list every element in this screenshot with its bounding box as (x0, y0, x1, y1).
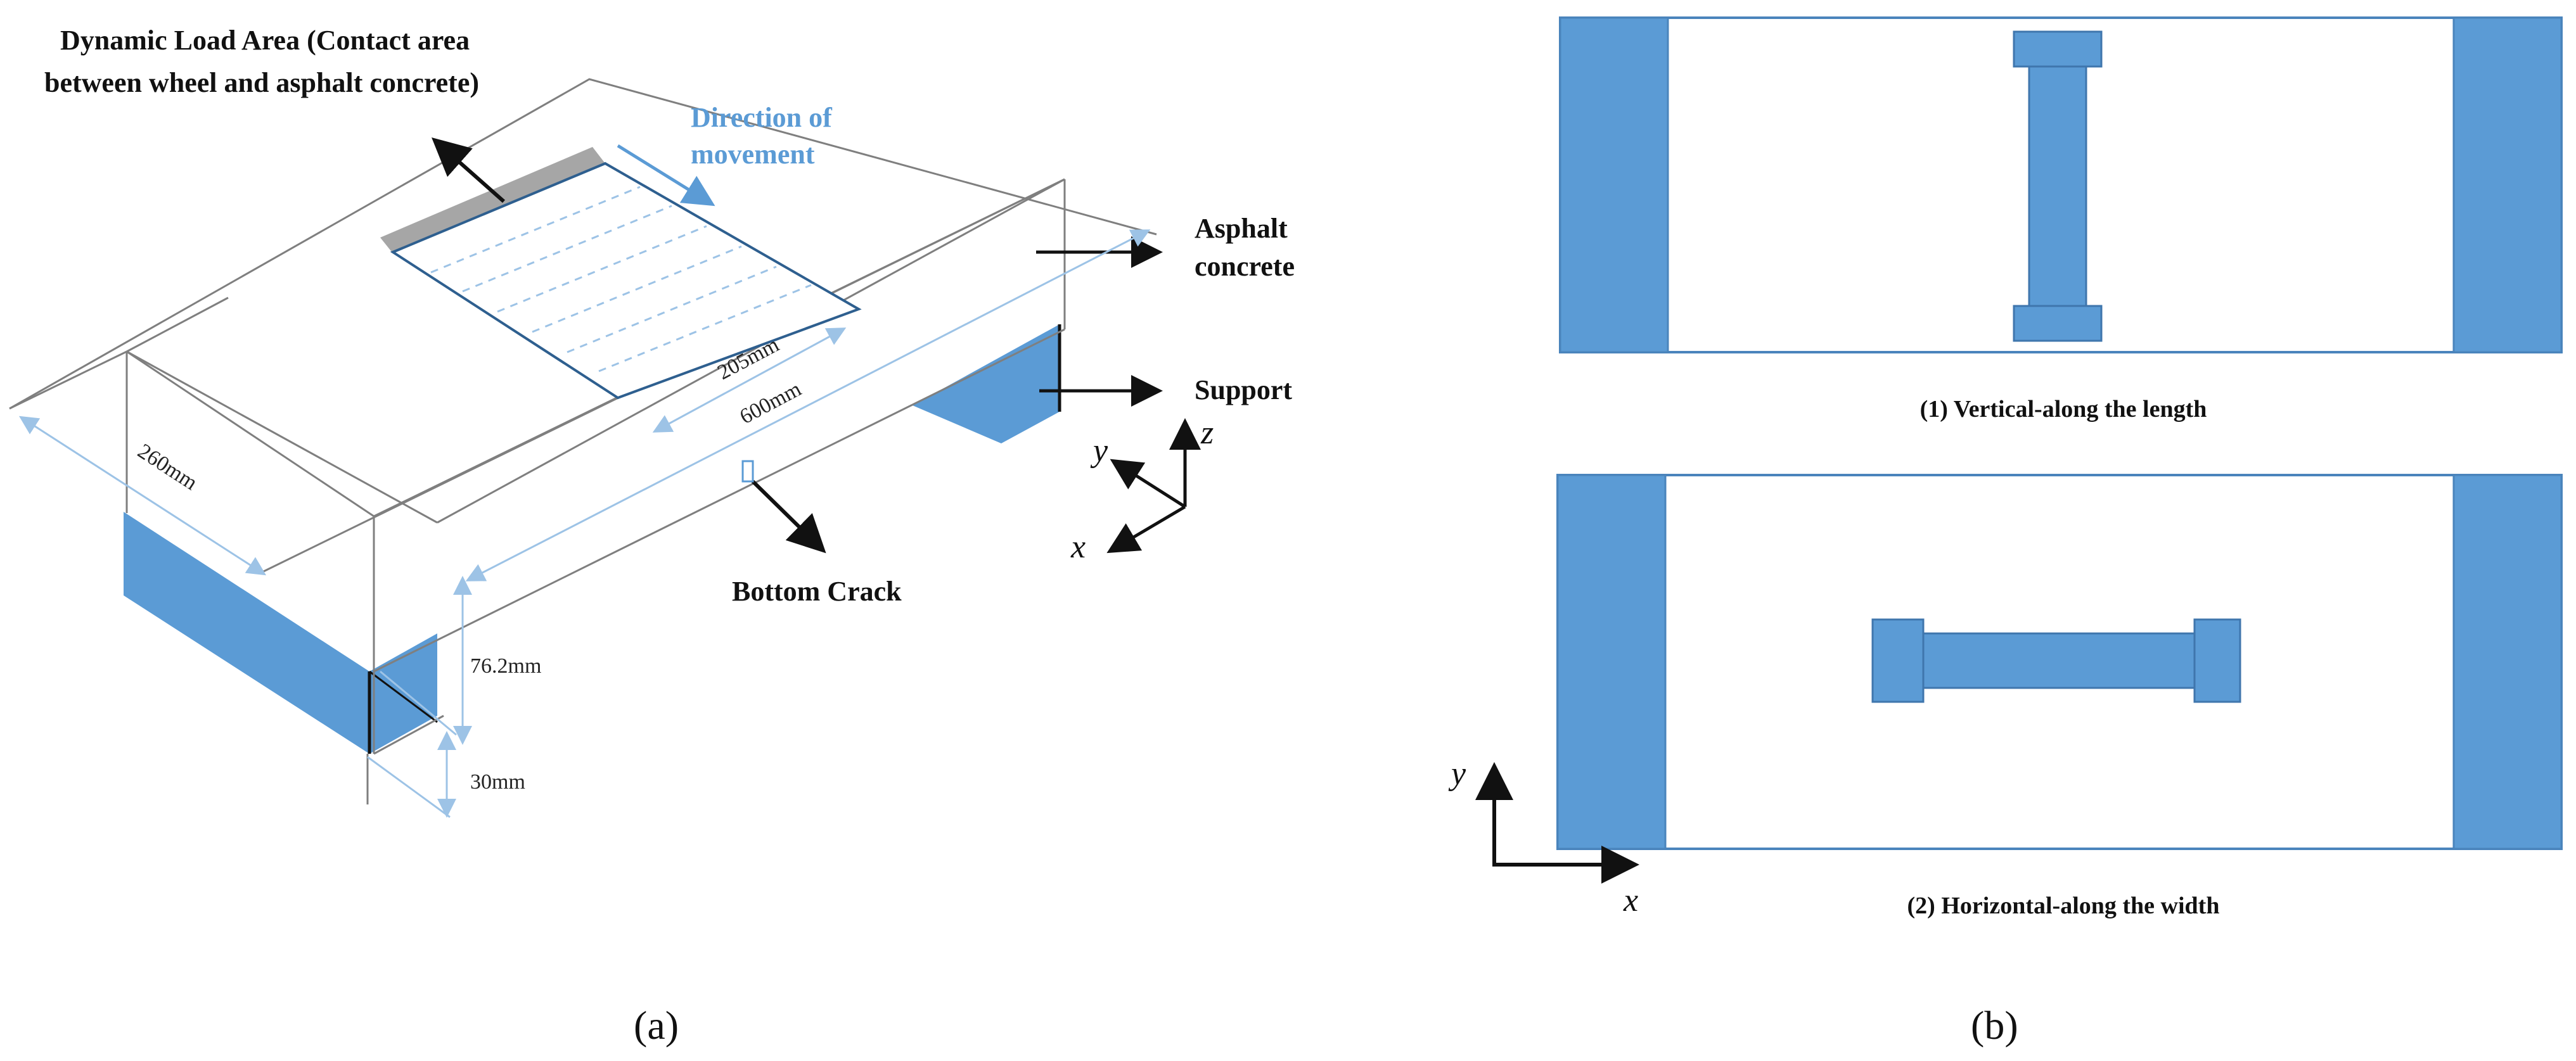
axis-2d-y-label: y (1448, 756, 1466, 792)
dim-30-label: 30mm (470, 770, 525, 794)
specimen1-gauge-top-tab (2013, 30, 2103, 68)
specimen-horizontal (1556, 474, 2563, 850)
specimen2-gauge-left-tab (1871, 618, 1925, 703)
load-area-arrow (432, 137, 505, 203)
load-area-label-line2: between wheel and asphalt concrete) (44, 67, 479, 98)
load-area-label-line1: Dynamic Load Area (Contact area (60, 25, 470, 56)
left-support-side (369, 633, 437, 754)
dim-600-label: 600mm (736, 378, 805, 429)
axis-2d-x-label: x (1623, 882, 1638, 918)
axis-y-label: y (1090, 433, 1108, 469)
dim-762-label: 76.2mm (470, 654, 541, 678)
specimen2-right-support (2452, 474, 2563, 850)
axis-triad-3d (1106, 418, 1201, 554)
axis-z-label: z (1200, 415, 1214, 451)
caption-vertical: (1) Vertical-along the length (1920, 396, 2207, 422)
direction-label-line2: movement (691, 139, 815, 170)
crack-arrow (751, 480, 826, 554)
specimen1-left-support (1559, 16, 1669, 353)
dim-line-600 (465, 229, 1151, 581)
dim-line-260 (18, 416, 267, 576)
specimen-vertical (1559, 16, 2563, 353)
asphalt-label-line2: concrete (1195, 251, 1295, 282)
bottom-crack-marker (741, 460, 754, 483)
panel-a-label: (a) (634, 1003, 679, 1048)
specimen2-left-support (1556, 474, 1667, 850)
dim-260-label: 260mm (134, 440, 202, 495)
contact-area (390, 162, 862, 400)
panel-b-label: (b) (1971, 1003, 2018, 1048)
axis-triad-2d (1475, 762, 1639, 884)
specimen1-right-support (2452, 16, 2563, 353)
specimen1-gauge-bottom-tab (2013, 305, 2103, 342)
panel-b-top-views: (1) Vertical-along the length (2) Horizo… (1448, 16, 2563, 1048)
left-support-face (124, 512, 369, 754)
direction-arrow (617, 144, 715, 206)
left-support-edge-2 (369, 670, 438, 723)
panel-a-isometric-diagram: Dynamic Load Area (Contact area between … (9, 25, 1295, 1048)
caption-horizontal: (2) Horizontal-along the width (1907, 893, 2220, 919)
direction-label-line1: Direction of (691, 102, 833, 133)
specimen2-gauge-body (1922, 632, 2196, 689)
dynamic-load-strip (380, 147, 605, 253)
bottom-crack-label: Bottom Crack (732, 576, 902, 607)
axis-x-label: x (1070, 529, 1086, 565)
support-label: Support (1195, 374, 1292, 405)
asphalt-label-line1: Asphalt (1195, 213, 1288, 244)
specimen1-gauge-body (2028, 65, 2087, 307)
specimen2-gauge-right-tab (2193, 618, 2241, 703)
